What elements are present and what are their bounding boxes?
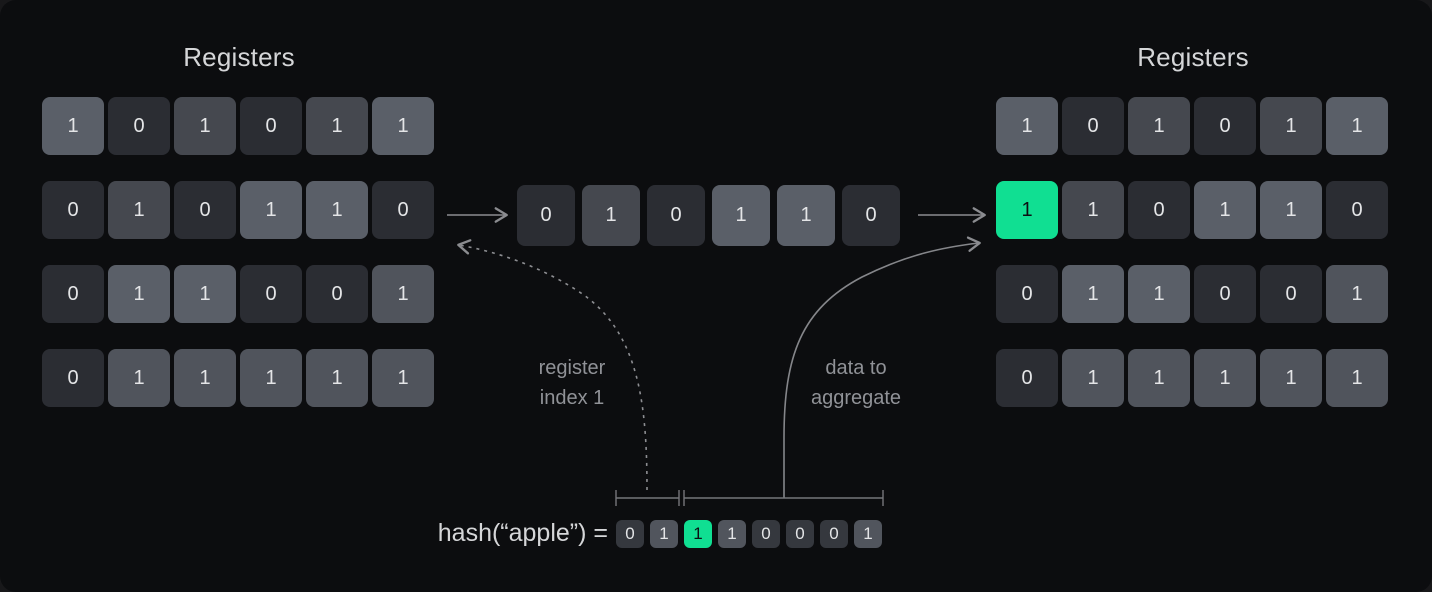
register-cell: 1 bbox=[582, 185, 640, 246]
register-cell: 1 bbox=[174, 97, 236, 155]
register-cell: 1 bbox=[372, 349, 434, 407]
right-registers-title: Registers bbox=[1137, 42, 1249, 72]
register-cell: 1 bbox=[712, 185, 770, 246]
left-registers-title: Registers bbox=[183, 42, 295, 72]
register-cell: 1 bbox=[108, 181, 170, 239]
register-cell: 0 bbox=[174, 181, 236, 239]
register-cell: 1 bbox=[777, 185, 835, 246]
register-cell: 1 bbox=[42, 97, 104, 155]
hash-span-bracket bbox=[615, 490, 884, 506]
register-cell: 1 bbox=[372, 265, 434, 323]
register-cell: 1 bbox=[174, 265, 236, 323]
register-cell: 0 bbox=[372, 181, 434, 239]
register-cell: 1 bbox=[108, 265, 170, 323]
hash-bit-highlighted: 1 bbox=[684, 520, 712, 548]
register-cell: 1 bbox=[1128, 97, 1190, 155]
register-cell: 0 bbox=[1128, 181, 1190, 239]
register-cell: 0 bbox=[1194, 97, 1256, 155]
register-cell: 1 bbox=[108, 349, 170, 407]
register-cell: 1 bbox=[1128, 265, 1190, 323]
register-index-label-line1: register bbox=[538, 357, 606, 379]
register-cell: 0 bbox=[996, 349, 1058, 407]
hash-bit: 0 bbox=[752, 520, 780, 548]
register-cell: 0 bbox=[647, 185, 705, 246]
hash-bit: 1 bbox=[718, 520, 746, 548]
hash-bit: 1 bbox=[650, 520, 678, 548]
register-cell: 0 bbox=[1326, 181, 1388, 239]
register-cell: 1 bbox=[240, 349, 302, 407]
register-cell: 0 bbox=[240, 265, 302, 323]
register-cell: 1 bbox=[1062, 181, 1124, 239]
register-cell: 1 bbox=[1326, 97, 1388, 155]
register-cell: 1 bbox=[306, 181, 368, 239]
register-cell: 0 bbox=[42, 181, 104, 239]
register-cell: 1 bbox=[1260, 349, 1322, 407]
hash-bit: 0 bbox=[786, 520, 814, 548]
register-cell: 1 bbox=[1062, 349, 1124, 407]
register-cell: 1 bbox=[1128, 349, 1190, 407]
register-cell: 1 bbox=[1062, 265, 1124, 323]
register-cell: 0 bbox=[1062, 97, 1124, 155]
hash-bit: 1 bbox=[854, 520, 882, 548]
register-cell: 0 bbox=[240, 97, 302, 155]
data-to-aggregate-label-line1: data to bbox=[825, 357, 887, 379]
register-cell: 1 bbox=[372, 97, 434, 155]
register-cell: 0 bbox=[842, 185, 900, 246]
register-cell: 0 bbox=[108, 97, 170, 155]
register-cell: 0 bbox=[517, 185, 575, 246]
register-cell: 0 bbox=[42, 349, 104, 407]
register-cell: 1 bbox=[1260, 181, 1322, 239]
register-cell-highlighted: 1 bbox=[996, 181, 1058, 239]
register-cell: 1 bbox=[240, 181, 302, 239]
register-cell: 1 bbox=[1326, 349, 1388, 407]
register-cell: 1 bbox=[1194, 349, 1256, 407]
register-cell: 1 bbox=[1194, 181, 1256, 239]
register-cell: 0 bbox=[1260, 265, 1322, 323]
register-cell: 1 bbox=[996, 97, 1058, 155]
hash-bit: 0 bbox=[820, 520, 848, 548]
register-cell: 1 bbox=[174, 349, 236, 407]
register-cell: 1 bbox=[306, 349, 368, 407]
register-index-label: register index 1 bbox=[487, 353, 657, 413]
register-cell: 1 bbox=[1326, 265, 1388, 323]
register-cell: 0 bbox=[42, 265, 104, 323]
hash-expression: hash(“apple”) = bbox=[437, 519, 608, 547]
register-cell: 0 bbox=[996, 265, 1058, 323]
register-cell: 1 bbox=[306, 97, 368, 155]
data-to-aggregate-label: data to aggregate bbox=[771, 353, 941, 413]
register-cell: 0 bbox=[1194, 265, 1256, 323]
register-cell: 1 bbox=[1260, 97, 1322, 155]
register-index-label-line2: index 1 bbox=[539, 387, 605, 409]
hash-bit: 0 bbox=[616, 520, 644, 548]
data-to-aggregate-label-line2: aggregate bbox=[810, 387, 902, 409]
register-cell: 0 bbox=[306, 265, 368, 323]
